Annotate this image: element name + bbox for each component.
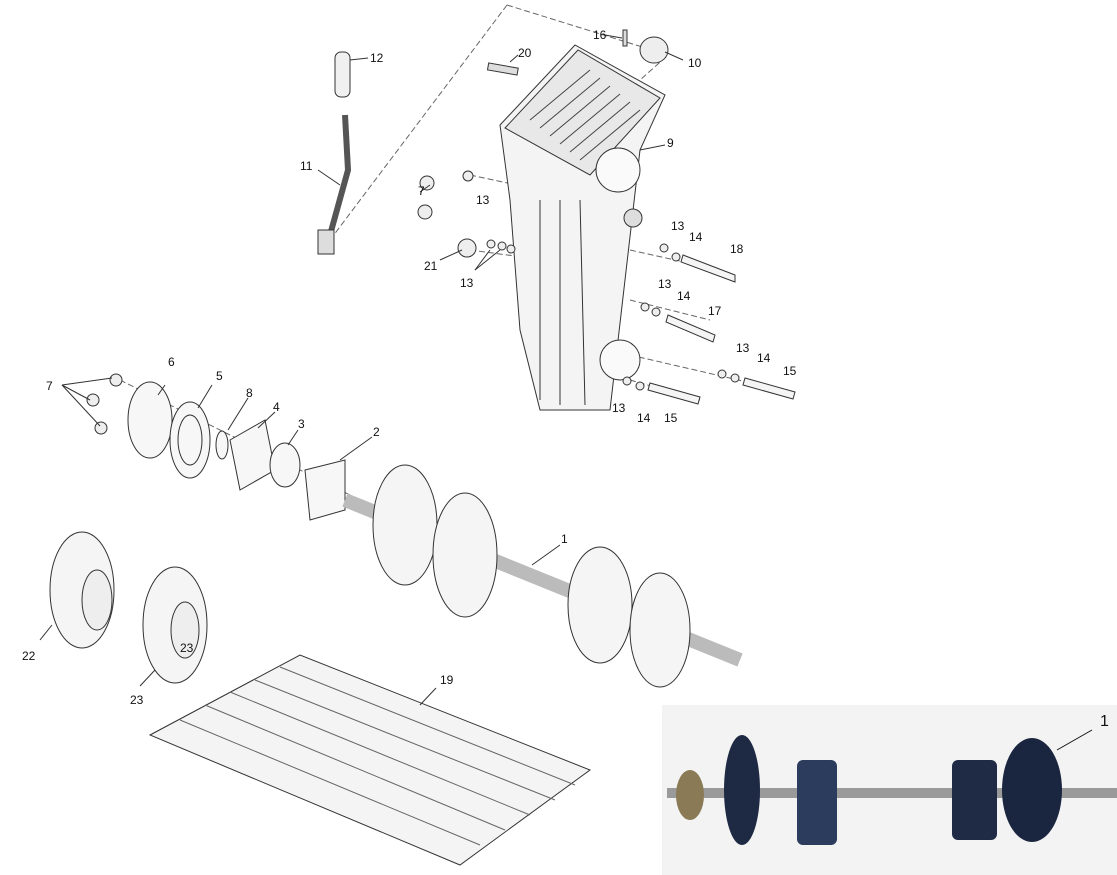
callout-13: 13	[476, 193, 490, 207]
leader-lines	[39, 34, 684, 706]
callout-10: 10	[688, 56, 702, 70]
washers-nuts	[86, 170, 740, 435]
shaft-photo-image	[667, 729, 1117, 845]
callout-20: 20	[518, 46, 532, 60]
callout-12: 12	[370, 51, 384, 65]
slide-grid-19	[148, 654, 592, 866]
bearing-assembly	[127, 381, 346, 521]
callout-18: 18	[730, 242, 744, 256]
callout-6: 6	[168, 355, 175, 369]
callout-13: 13	[460, 276, 474, 290]
callout-22: 22	[22, 649, 36, 663]
assembled-shaft-photo: 1	[662, 705, 1117, 875]
photo-callout-1: 1	[1100, 713, 1109, 730]
callout-14: 14	[637, 411, 651, 425]
callout-14: 14	[677, 289, 691, 303]
callout-13: 13	[658, 277, 672, 291]
callout-15: 15	[664, 411, 678, 425]
callout-3: 3	[298, 417, 305, 431]
callout-13: 13	[612, 401, 626, 415]
callout-23: 23	[180, 641, 194, 655]
callout-14: 14	[757, 351, 771, 365]
callout-21: 21	[424, 259, 438, 273]
callout-17: 17	[708, 304, 722, 318]
callout-7: 7	[418, 184, 425, 198]
callout-13: 13	[736, 341, 750, 355]
callout-7: 7	[46, 379, 53, 393]
callout-23: 23	[130, 693, 144, 707]
callout-4: 4	[273, 400, 280, 414]
callout-11: 11	[300, 159, 313, 173]
callout-5: 5	[216, 369, 223, 383]
callout-16: 16	[593, 28, 607, 42]
callout-13: 13	[671, 219, 685, 233]
callout-8: 8	[246, 386, 253, 400]
callout-1: 1	[561, 532, 568, 546]
gearbox-9	[499, 44, 666, 411]
drive-shaft-1	[342, 464, 743, 688]
callout-14: 14	[689, 230, 703, 244]
callout-2: 2	[373, 425, 380, 439]
bolts	[647, 254, 796, 405]
callout-19: 19	[440, 673, 454, 687]
shift-lever-11	[317, 51, 352, 255]
callout-9: 9	[667, 136, 674, 150]
callout-15: 15	[783, 364, 797, 378]
